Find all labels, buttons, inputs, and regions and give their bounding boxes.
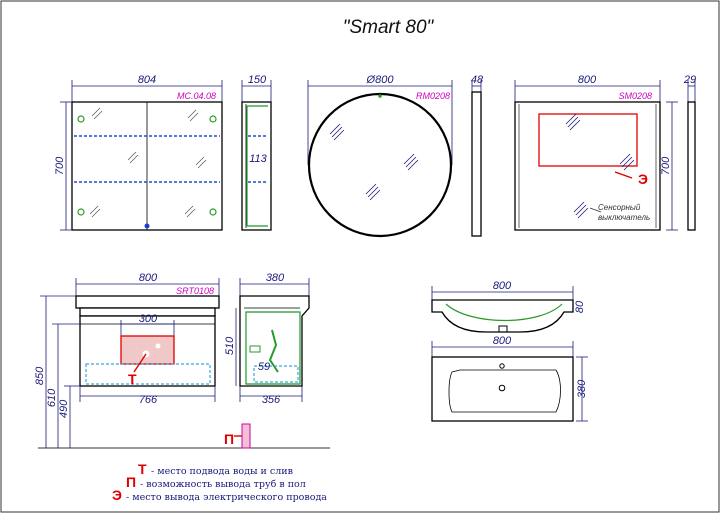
round-mirror-depth-label: 48 (471, 74, 484, 86)
sink-top-view: 800 380 (431, 335, 588, 422)
legend-text-t: - место подвода воды и слив (151, 466, 293, 477)
round-mirror-view: Ø800 RM0208 48 (307, 74, 484, 238)
rect-mirror-width-label: 800 (578, 74, 597, 86)
rect-mirror-note-line2: выключатель (598, 213, 650, 222)
rect-mirror-note-line1: Сенсорный (598, 203, 641, 212)
sink-front-side-label: 80 (574, 300, 586, 313)
vanity-side-depth-label: 380 (266, 272, 285, 284)
cabinet-depth-label: 150 (248, 74, 267, 86)
vanity-side-bottom-label: 356 (262, 394, 281, 406)
sink-top-width-label: 800 (493, 335, 512, 347)
vanity-width-label: 800 (139, 272, 158, 284)
floor-section: П (38, 423, 330, 449)
round-mirror-diameter-label: Ø800 (366, 74, 395, 86)
vanity-front-view: 800 SRT0108 300 Т 766 850 610 490 (34, 272, 220, 448)
vanity-total-height-label: 850 (34, 366, 46, 385)
vanity-mid-height-label: 610 (46, 388, 58, 407)
cabinet-width-label: 804 (138, 74, 156, 86)
legend-key-t: Т (138, 461, 147, 477)
vanity-t-mark: Т (128, 371, 137, 387)
rect-mirror-e-mark: Э (638, 171, 648, 187)
cabinet-front-view: 804 MC.04.08 700 (54, 74, 223, 231)
cabinet-side-view: 150 113 (241, 74, 272, 231)
sink-top-depth-label: 380 (576, 379, 588, 398)
vanity-inner-label: 300 (139, 313, 158, 325)
sink-front-view: 800 80 (431, 280, 586, 333)
legend-text-e: - место вывода электрического провода (126, 492, 327, 503)
legend-text-p: - возможность вывода труб в пол (140, 479, 306, 490)
vanity-side-height-label: 510 (224, 336, 236, 355)
legend-key-p: П (126, 474, 136, 490)
sink-front-width-label: 800 (493, 280, 512, 292)
drawing-title: "Smart 80" (343, 17, 435, 38)
rect-mirror-code-label: SM0208 (618, 91, 652, 101)
round-mirror-code-label: RM0208 (416, 91, 450, 101)
rect-mirror-view: 800 SM0208 Э Сенсорный выключатель 700 2… (514, 74, 696, 231)
vanity-side-inner-label: 59 (258, 361, 270, 373)
vanity-low-height-label: 490 (58, 399, 70, 418)
vanity-code-label: SRT0108 (176, 286, 214, 296)
floor-p-mark: П (224, 431, 234, 447)
legend-key-e: Э (112, 487, 122, 503)
legend: Т - место подвода воды и слив П - возмож… (112, 461, 327, 503)
vanity-bottom-label: 766 (139, 394, 158, 406)
rect-mirror-height-label: 700 (660, 156, 672, 175)
vanity-side-view: 380 59 510 356 (224, 272, 310, 406)
cabinet-code-label: MC.04.08 (177, 91, 216, 101)
cabinet-shelf-label: 113 (249, 153, 267, 165)
rect-mirror-depth-label: 29 (683, 74, 696, 86)
cabinet-height-label: 700 (54, 156, 66, 175)
